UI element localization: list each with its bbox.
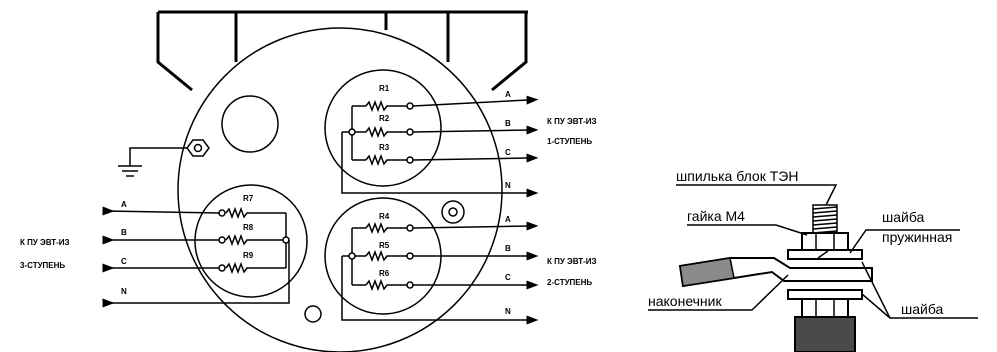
washer-label: шайба xyxy=(901,301,944,317)
resistor-label: R3 xyxy=(379,143,390,152)
phase-label: N xyxy=(505,307,511,316)
phase-label: A xyxy=(505,215,511,224)
connection-label: К ПУ ЭВТ-ИЗ xyxy=(547,117,597,126)
phase-label: B xyxy=(505,119,511,128)
lower-nut xyxy=(801,298,849,318)
connection-label: 1-СТУПЕНЬ xyxy=(547,137,592,146)
thermostat-terminal xyxy=(441,200,465,224)
connection-label: К ПУ ЭВТ-ИЗ xyxy=(20,238,70,247)
phase-label: C xyxy=(505,148,511,157)
phase-label: B xyxy=(505,244,511,253)
resistor-label: R5 xyxy=(379,241,390,250)
washer xyxy=(787,289,863,300)
phase-label: N xyxy=(121,287,127,296)
resistor-label: R2 xyxy=(379,114,390,123)
heater-body xyxy=(177,27,503,352)
resistor-label: R6 xyxy=(379,269,390,278)
phase-label: N xyxy=(505,181,511,190)
phase-label: A xyxy=(505,90,511,99)
spring-washer-label: шайба xyxy=(882,209,925,225)
resistor-group-1: R1 R2 R3 A B C N К ПУ ЭВТ-ИЗ 1-СТУПЕНЬ xyxy=(324,69,597,198)
small-hole xyxy=(304,305,322,323)
heater-block xyxy=(794,316,856,352)
nut-label: гайка М4 xyxy=(687,208,745,224)
cable-hole xyxy=(221,95,279,153)
resistor-label: R9 xyxy=(243,251,254,260)
spring-washer xyxy=(787,249,863,260)
resistor-label: R1 xyxy=(379,84,390,93)
mounting-bracket xyxy=(156,10,528,92)
stud-label: шпилька блок ТЭН xyxy=(676,168,798,184)
phase-label: C xyxy=(121,257,127,266)
resistor-group-2: R4 R5 R6 A B C N К ПУ ЭВТ-ИЗ 2-СТУПЕНЬ xyxy=(324,197,597,325)
phase-label: B xyxy=(121,228,127,237)
resistor-label: R4 xyxy=(379,212,390,221)
resistor-label: R8 xyxy=(243,223,254,232)
nut xyxy=(801,232,849,251)
connection-label: 3-СТУПЕНЬ xyxy=(20,261,65,270)
stud xyxy=(812,204,838,234)
connection-label: 2-СТУПЕНЬ xyxy=(547,278,592,287)
spring-washer-label-2: пружинная xyxy=(882,229,952,245)
ground-terminal xyxy=(118,139,210,177)
phase-label: A xyxy=(121,200,127,209)
resistor-label: R7 xyxy=(243,194,254,203)
connection-label: К ПУ ЭВТ-ИЗ xyxy=(547,257,597,266)
phase-label: C xyxy=(505,273,511,282)
terminal-assembly: шпилька блок ТЭН гайка М4 шайба пружинна… xyxy=(648,168,978,352)
resistor-group-3: R7 R8 R9 A B C N К ПУ ЭВТ-ИЗ 3-СТУПЕНЬ xyxy=(20,184,308,308)
lug-label: наконечник xyxy=(648,293,722,309)
